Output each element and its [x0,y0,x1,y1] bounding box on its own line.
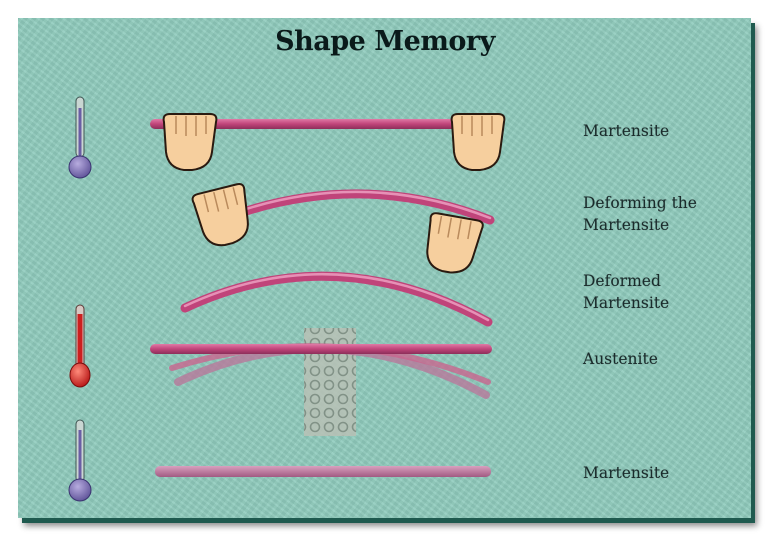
label-stage-1: Martensite [583,120,753,142]
label-line: Austenite [583,348,753,370]
rod-martensite-recovered [155,466,491,477]
label-line: Martensite [583,120,753,142]
thermometer-cold-icon [69,420,91,501]
diagram-title: Shape Memory [0,26,770,57]
hand-icon [452,114,505,170]
thermometer-hot-icon [70,305,90,387]
rod-austenite-straight [150,344,492,354]
thermometer-cold-icon [69,97,91,178]
hand-icon [192,183,257,250]
label-stage-3: Deformed Martensite [583,270,753,314]
label-line: Martensite [583,292,753,314]
label-line: Martensite [583,462,753,484]
hand-icon [164,114,217,170]
label-line: Deforming the [583,192,753,214]
label-stage-5: Martensite [583,462,753,484]
label-stage-2: Deforming the Martensite [583,192,753,236]
label-stage-4: Austenite [583,348,753,370]
label-line: Deformed [583,270,753,292]
hand-icon [422,212,484,276]
label-line: Martensite [583,214,753,236]
